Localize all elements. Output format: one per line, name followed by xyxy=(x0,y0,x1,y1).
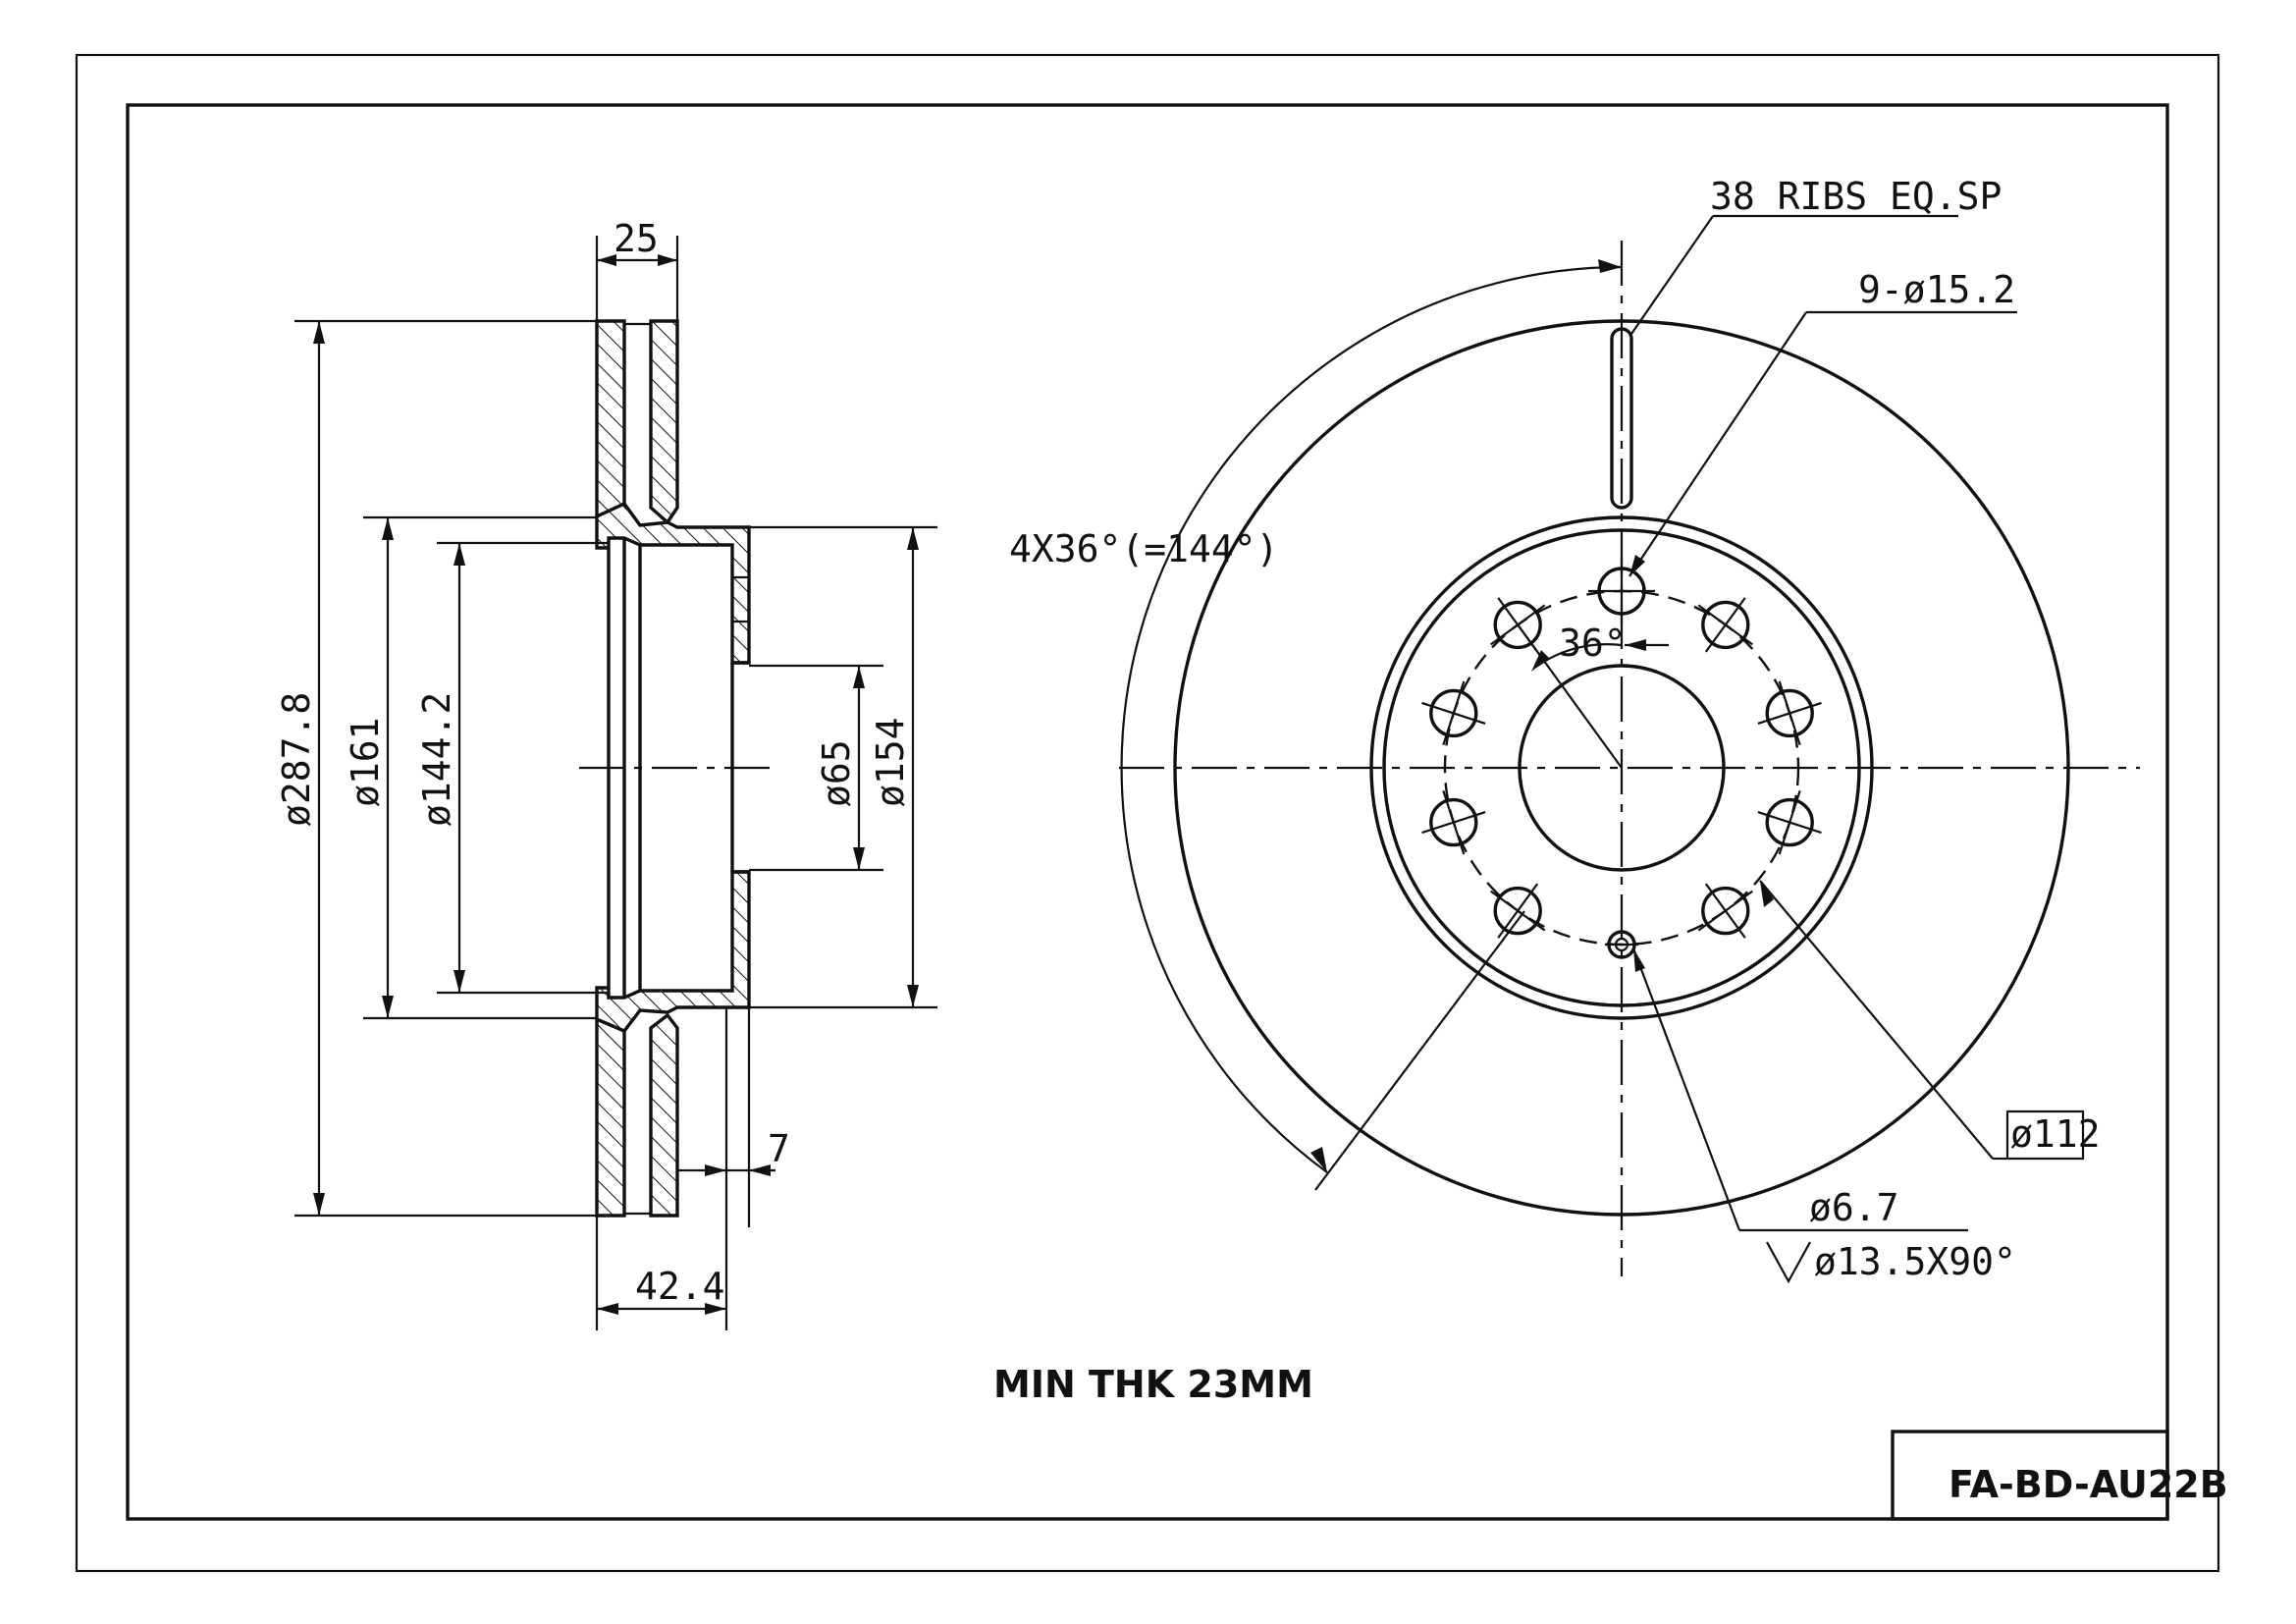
hat-inner-edge xyxy=(1382,528,1861,1007)
dim-42: 42.4 xyxy=(635,1265,725,1308)
bolt-hole-cross xyxy=(1697,604,1753,646)
bolt-hole xyxy=(1765,688,1814,738)
bolt-hole xyxy=(1765,797,1814,847)
outer-frame xyxy=(75,53,2220,1573)
bolt-hole-cross xyxy=(1442,680,1466,746)
holes-label: 9-ø15.2 xyxy=(1858,268,2015,311)
angle-36: 36° xyxy=(1559,622,1627,665)
bolt-holes xyxy=(1421,558,1822,939)
angle-total: 4X36°(=144°) xyxy=(1009,527,1279,570)
dim-154: ø154 xyxy=(869,717,912,807)
hat-outer-edge xyxy=(1369,515,1874,1020)
bolt-hole-cross xyxy=(1442,789,1466,855)
dim-161: ø161 xyxy=(344,717,387,807)
inner-frame xyxy=(126,103,2169,1521)
set-screw-hole xyxy=(730,575,751,623)
ribs-label: 38 RIBS EQ.SP xyxy=(1710,175,2002,218)
small-hole-leader xyxy=(1631,947,1741,1231)
pcd-label: ø112 xyxy=(2010,1112,2101,1156)
angle-ray xyxy=(1517,623,1623,769)
bolt-hole xyxy=(1493,600,1542,650)
part-number: FA-BD-AU22B xyxy=(1949,1463,2228,1506)
dim-144: ø144.2 xyxy=(415,692,458,827)
front-view: 4X36°(=144°) 36° 38 RIBS EQ.SP 9-ø15.2 ø… xyxy=(1009,175,2140,1284)
angle-arc-144 xyxy=(1120,265,1623,1173)
dim-65: ø65 xyxy=(815,739,858,807)
inner-ring-top xyxy=(649,319,679,525)
bolt-hole-cross xyxy=(1778,680,1801,746)
section-view: 25 ø287.8 ø161 ø144.2 ø65 xyxy=(275,217,937,1330)
bolt-hole xyxy=(1701,886,1750,936)
center-bore xyxy=(1518,664,1726,872)
bolt-hole xyxy=(1493,886,1542,936)
rib-slot xyxy=(1610,327,1633,510)
small-hole-label: ø6.7 xyxy=(1809,1186,1899,1229)
min-thk-note: MIN THK 23MM xyxy=(993,1363,1313,1406)
pcd-box xyxy=(2005,1110,2085,1161)
dim-25: 25 xyxy=(614,217,659,260)
bolt-hole-cross xyxy=(1778,789,1801,855)
outer-ring-bottom xyxy=(595,1016,626,1218)
bolt-hole-cross xyxy=(1697,890,1753,932)
hat-top xyxy=(595,501,751,665)
ribs-leader xyxy=(1630,215,1714,335)
countersink-symbol xyxy=(1766,1241,1811,1284)
countersink-label: ø13.5X90° xyxy=(1814,1240,2016,1283)
inner-ring-bottom xyxy=(649,1012,679,1218)
dim-7: 7 xyxy=(768,1127,790,1170)
pcd-leader xyxy=(1759,880,1994,1160)
bolt-hole xyxy=(1429,797,1478,847)
bolt-hole xyxy=(1701,600,1750,650)
bolt-hole-cross xyxy=(1490,890,1546,932)
hat-bottom xyxy=(595,870,751,1034)
hole-leader xyxy=(1314,910,1525,1191)
title-block xyxy=(1891,1430,2169,1521)
dim-287: ø287.8 xyxy=(275,692,318,827)
disc-outer-edge xyxy=(1173,319,2070,1217)
bolt-hole xyxy=(1429,688,1478,738)
outer-ring-top xyxy=(595,319,626,519)
holes-leader xyxy=(1629,311,1807,577)
